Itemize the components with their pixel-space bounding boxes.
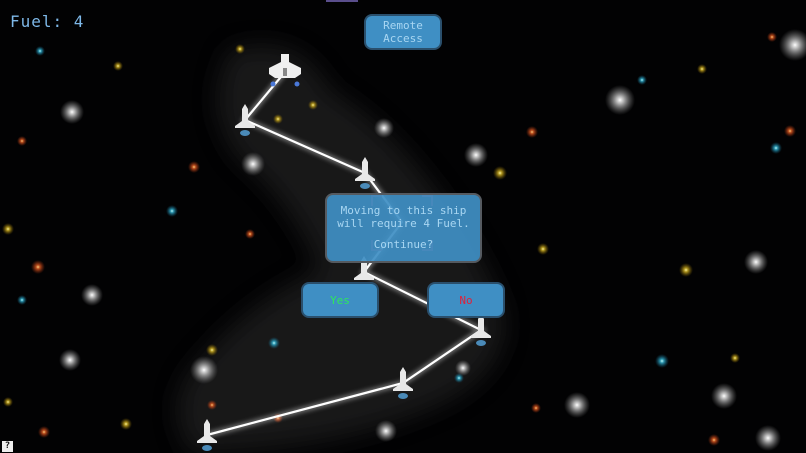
ship-icon xyxy=(393,367,413,399)
route-ships xyxy=(197,54,491,451)
dialog-line-3: Continue? xyxy=(373,238,434,251)
top-indicator xyxy=(326,0,358,2)
remote-access-button[interactable]: Remote Access xyxy=(364,14,442,50)
ship-icon xyxy=(197,419,217,451)
ship-icon xyxy=(235,104,255,136)
remote-access-label-2: Access xyxy=(383,32,423,45)
ship-icon xyxy=(471,314,491,346)
ship-icon xyxy=(355,157,375,189)
fuel-counter: Fuel: 4 xyxy=(10,12,85,31)
player-ship-icon xyxy=(269,54,301,87)
remote-access-label-1: Remote xyxy=(383,19,423,32)
yes-button[interactable]: Yes xyxy=(301,282,379,318)
background-stars xyxy=(2,29,806,451)
no-button[interactable]: No xyxy=(427,282,505,318)
help-button[interactable]: ? xyxy=(2,441,13,452)
dialog-line-1: Moving to this ship xyxy=(340,204,467,217)
dialog-line-2: will require 4 Fuel. xyxy=(337,217,470,230)
fuel-confirm-dialog: Moving to this ship will require 4 Fuel.… xyxy=(325,193,482,263)
